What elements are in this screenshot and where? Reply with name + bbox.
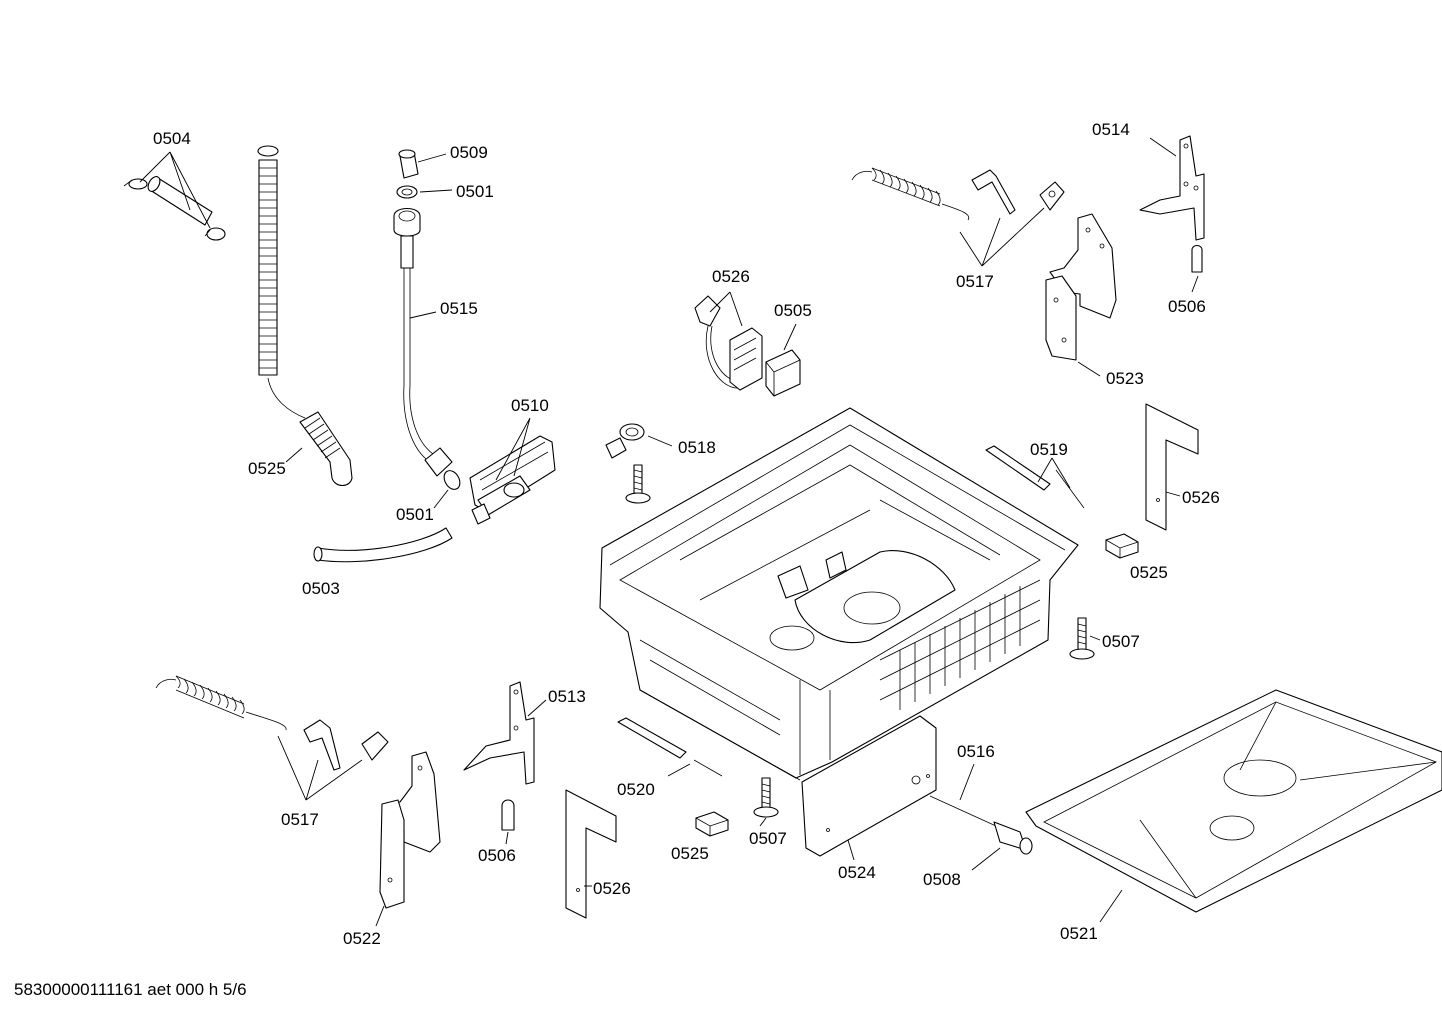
callout-0506: 0506 bbox=[478, 846, 516, 865]
hose-pipe-with-clamps bbox=[123, 176, 226, 241]
cover-plate-right bbox=[1145, 403, 1199, 531]
callout-0523: 0523 bbox=[1106, 369, 1144, 388]
callout-0504: 0504 bbox=[153, 129, 191, 148]
callout-0509: 0509 bbox=[450, 143, 488, 162]
level-sensor bbox=[929, 795, 1033, 855]
callout-0522: 0522 bbox=[343, 929, 381, 948]
leader-lines bbox=[139, 137, 1199, 927]
hinge-cap-left bbox=[361, 731, 389, 761]
callout-0526: 0526 bbox=[712, 267, 750, 286]
callout-0519: 0519 bbox=[1030, 440, 1068, 459]
callout-0508: 0508 bbox=[923, 870, 961, 889]
callout-0517: 0517 bbox=[281, 810, 319, 829]
callout-0525: 0525 bbox=[1130, 563, 1168, 582]
callout-0520: 0520 bbox=[617, 780, 655, 799]
foam-pad-lower bbox=[695, 811, 729, 837]
callout-0516: 0516 bbox=[957, 742, 995, 761]
capacitor bbox=[765, 349, 801, 397]
guide-rail-right bbox=[985, 445, 1085, 509]
short-connection-hose bbox=[313, 527, 453, 563]
wiring-harness bbox=[694, 295, 763, 391]
hinge-cap-right bbox=[1039, 181, 1065, 211]
callout-0513: 0513 bbox=[548, 687, 586, 706]
callout-0515: 0515 bbox=[440, 299, 478, 318]
inlet-hose-assembly bbox=[393, 149, 461, 490]
cover-plate-lower bbox=[565, 789, 617, 919]
callout-0524: 0524 bbox=[838, 863, 876, 882]
hinge-lever-right bbox=[971, 169, 1016, 215]
callout-0518: 0518 bbox=[678, 438, 716, 457]
mounting-bracket-right bbox=[1139, 135, 1205, 241]
callout-0526: 0526 bbox=[1182, 488, 1220, 507]
hinge-bracket-right bbox=[1045, 213, 1117, 361]
clip-right bbox=[1191, 244, 1203, 273]
foam-pad-right bbox=[1105, 533, 1139, 559]
front-panel bbox=[801, 715, 937, 857]
hinge-bracket-left bbox=[379, 751, 441, 909]
callout-labels: 0504 0509 0501 0515 0525 0510 0501 0503 … bbox=[153, 120, 1220, 948]
callout-0517: 0517 bbox=[956, 272, 994, 291]
callout-0507: 0507 bbox=[1102, 632, 1140, 651]
callout-0526: 0526 bbox=[593, 879, 631, 898]
callout-0506: 0506 bbox=[1168, 297, 1206, 316]
screw-upper bbox=[625, 464, 651, 504]
callout-0501: 0501 bbox=[456, 182, 494, 201]
callout-0521: 0521 bbox=[1060, 924, 1098, 943]
callout-0525: 0525 bbox=[671, 844, 709, 863]
callout-0503: 0503 bbox=[302, 579, 340, 598]
sump-heater-assembly bbox=[469, 435, 556, 525]
adjustable-foot-right bbox=[1069, 617, 1095, 660]
fitting-nut bbox=[605, 423, 645, 459]
base-tray bbox=[1025, 689, 1442, 913]
adjustable-foot-lower bbox=[753, 777, 779, 818]
callout-0514: 0514 bbox=[1092, 120, 1130, 139]
corrugated-drain-hose bbox=[257, 145, 353, 487]
callout-0501: 0501 bbox=[396, 505, 434, 524]
callout-0510: 0510 bbox=[511, 396, 549, 415]
clip-left bbox=[501, 799, 515, 831]
hinge-lever-left bbox=[303, 719, 341, 771]
door-spring-right bbox=[851, 167, 970, 221]
mounting-bracket-left bbox=[463, 681, 535, 785]
callout-0507: 0507 bbox=[749, 829, 787, 848]
callout-0505: 0505 bbox=[774, 301, 812, 320]
door-spring-left bbox=[155, 675, 287, 731]
base-frame bbox=[599, 407, 1079, 781]
guide-rail-lower bbox=[617, 717, 723, 777]
callout-0525: 0525 bbox=[248, 459, 286, 478]
document-reference: 58300000111161 aet 000 h 5/6 bbox=[14, 980, 247, 999]
